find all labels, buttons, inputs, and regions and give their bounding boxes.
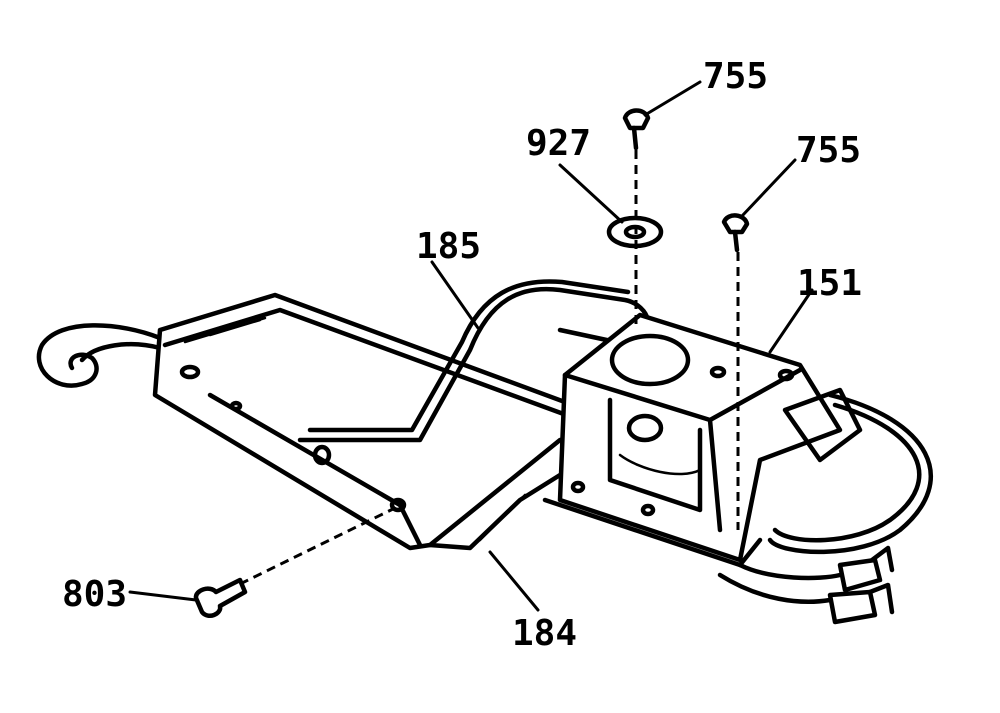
callout-927: 927: [526, 123, 591, 164]
bracket-hook: [36, 323, 163, 388]
assembly-line-803: [239, 506, 396, 586]
mounting-bracket-184: [152, 292, 603, 551]
leader-184: [488, 550, 540, 612]
screw-803: [193, 577, 248, 618]
callout-803: 803: [62, 574, 127, 615]
leader-755-right: [740, 158, 797, 218]
leader-755-top: [643, 80, 702, 117]
callout-185: 185: [416, 226, 481, 267]
screw-755-right: [721, 213, 750, 253]
screw-755-top: [622, 108, 651, 151]
leader-185: [430, 260, 480, 330]
leader-803: [128, 590, 198, 602]
motor-housing-151: [542, 312, 863, 568]
callout-151: 151: [797, 263, 862, 304]
leader-151: [768, 288, 814, 354]
callout-755-right: 755: [796, 130, 861, 171]
wire-harness: [717, 392, 933, 625]
callout-755-top: 755: [703, 56, 768, 97]
leader-927: [558, 163, 624, 224]
callout-184: 184: [512, 613, 577, 654]
